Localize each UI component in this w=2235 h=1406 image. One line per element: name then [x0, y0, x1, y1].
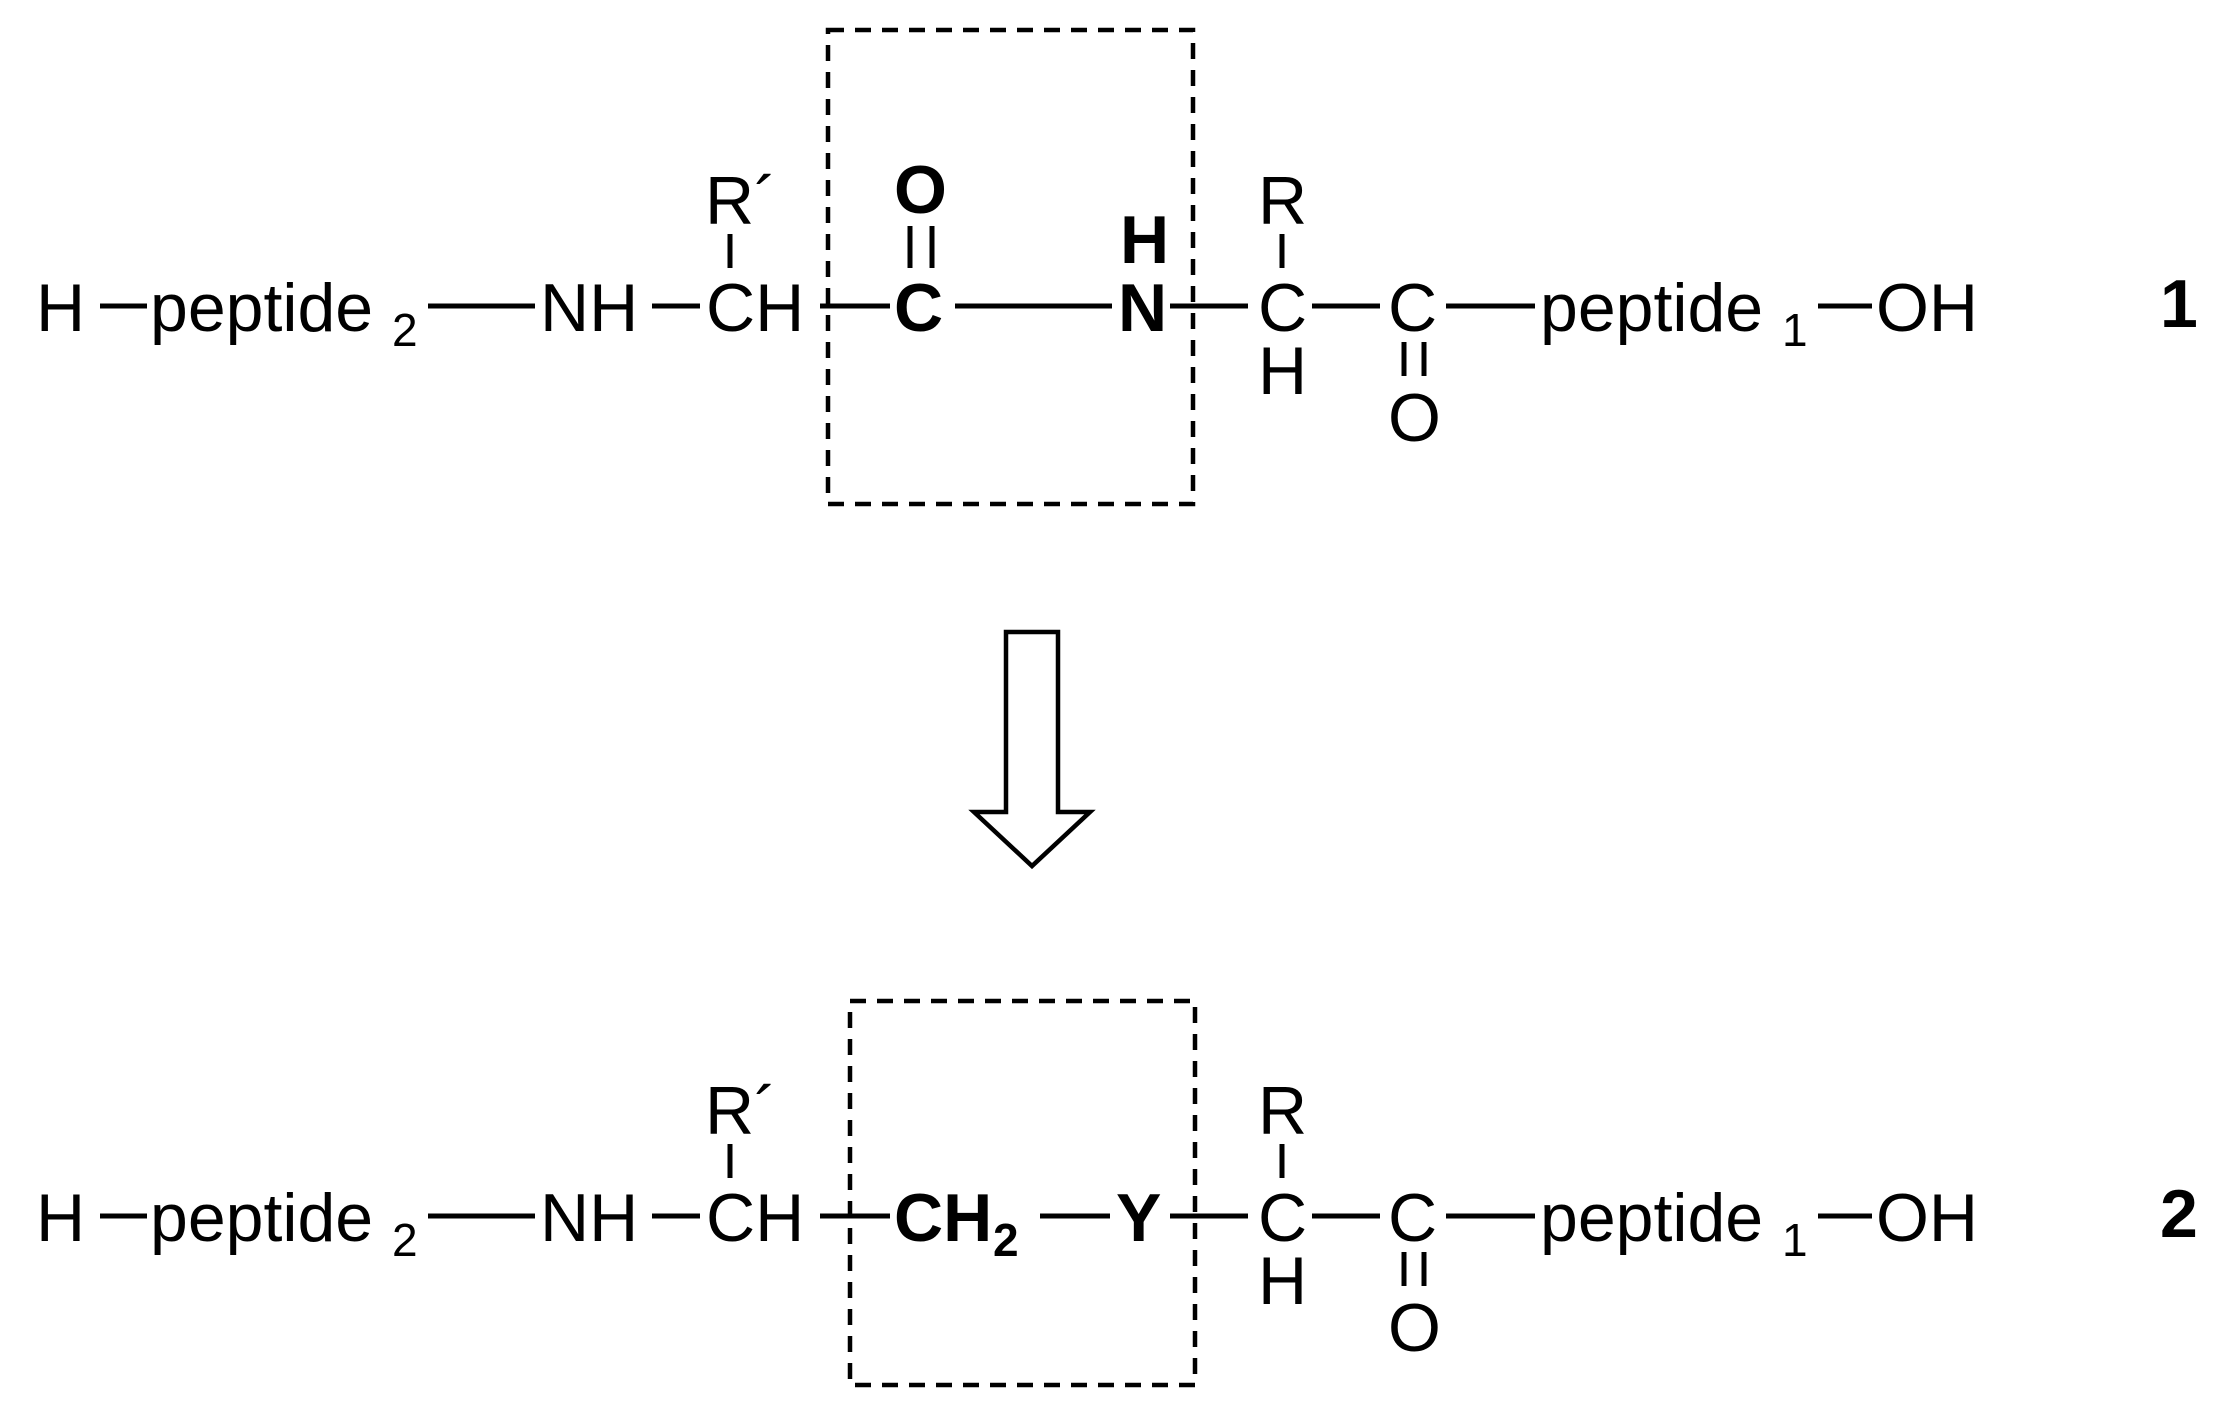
r-prime-label: R´ — [705, 163, 777, 239]
peptide1-subscript: 1 — [1782, 1214, 1808, 1266]
methylene-group: CH — [894, 1180, 992, 1256]
amide-carbon: C — [894, 270, 943, 346]
isostere-highlight-box — [847, 998, 1198, 1388]
carbonyl-oxygen: O — [1388, 1290, 1441, 1366]
nh-group: NH — [540, 270, 638, 346]
compound-number-1: 1 — [2160, 266, 2198, 342]
amide-oxygen: O — [894, 152, 947, 228]
h-terminus: H — [36, 1180, 85, 1256]
alpha-ch-left: CH — [706, 1180, 804, 1256]
c-terminal-oh: OH — [1876, 1180, 1978, 1256]
alpha-h-right: H — [1258, 333, 1307, 409]
alpha-c-right: C — [1258, 1180, 1307, 1256]
alpha-ch-left: CH — [706, 270, 804, 346]
methylene-subscript: 2 — [993, 1214, 1019, 1266]
compound-number-2: 2 — [2160, 1176, 2198, 1252]
amide-nitrogen: N — [1118, 270, 1167, 346]
r-prime-label: R´ — [705, 1073, 777, 1149]
nh-group: NH — [540, 1180, 638, 1256]
peptide1-label: peptide — [1540, 270, 1763, 346]
amide-hydrogen: H — [1120, 202, 1169, 278]
peptide1-subscript: 1 — [1782, 304, 1808, 356]
carbonyl-carbon: C — [1388, 1180, 1437, 1256]
carbonyl-carbon: C — [1388, 270, 1437, 346]
peptide2-label: peptide — [150, 1180, 373, 1256]
c-terminal-oh: OH — [1876, 270, 1978, 346]
amide-bond-highlight-box — [825, 27, 1196, 507]
peptide2-label: peptide — [150, 270, 373, 346]
peptide2-subscript: 2 — [392, 304, 418, 356]
alpha-h-right: H — [1258, 1243, 1307, 1319]
alpha-c-right: C — [1258, 270, 1307, 346]
carbonyl-oxygen: O — [1388, 380, 1441, 456]
r-label: R — [1258, 1073, 1307, 1149]
h-terminus: H — [36, 270, 85, 346]
peptide1-label: peptide — [1540, 1180, 1763, 1256]
r-label: R — [1258, 163, 1307, 239]
hollow-down-arrow — [968, 629, 1096, 870]
structure-1: H peptide 2 NH CH R´ O C H N R C H C O p… — [36, 27, 2198, 507]
peptide2-subscript: 2 — [392, 1214, 418, 1266]
structure-2: H peptide 2 NH CH R´ CH 2 Y R C H C O pe… — [36, 998, 2198, 1388]
y-group: Y — [1116, 1180, 1161, 1256]
